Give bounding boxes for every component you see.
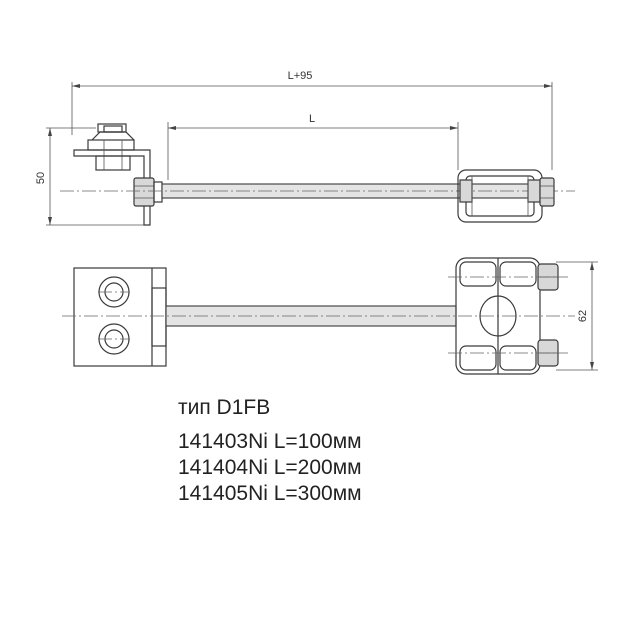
dimension-length-label: L: [309, 113, 315, 125]
dimension-overall-label: L+95: [288, 70, 313, 82]
left-bracket: [73, 123, 163, 226]
article-row: 141404Ni L=200мм: [178, 456, 362, 479]
right-clamp-side: [457, 169, 555, 223]
article-row: 141405Ni L=300мм: [178, 482, 362, 505]
plan-view: 62: [62, 257, 598, 375]
side-view: L+95 L 50: [35, 70, 575, 226]
dimension-width-label: 62: [577, 310, 589, 322]
left-block: [73, 267, 167, 367]
article-row: 141403Ni L=100мм: [178, 430, 362, 453]
dimension-width: 62: [556, 261, 598, 371]
dimension-height-label: 50: [35, 172, 47, 184]
dimension-overall: L+95: [71, 70, 553, 170]
type-label: тип D1FB: [178, 396, 271, 419]
right-clamp-plan: [448, 257, 568, 375]
technical-drawing: L+95 L 50: [35, 70, 598, 375]
dimension-height: 50: [35, 127, 150, 226]
dimension-length: L: [167, 113, 459, 180]
